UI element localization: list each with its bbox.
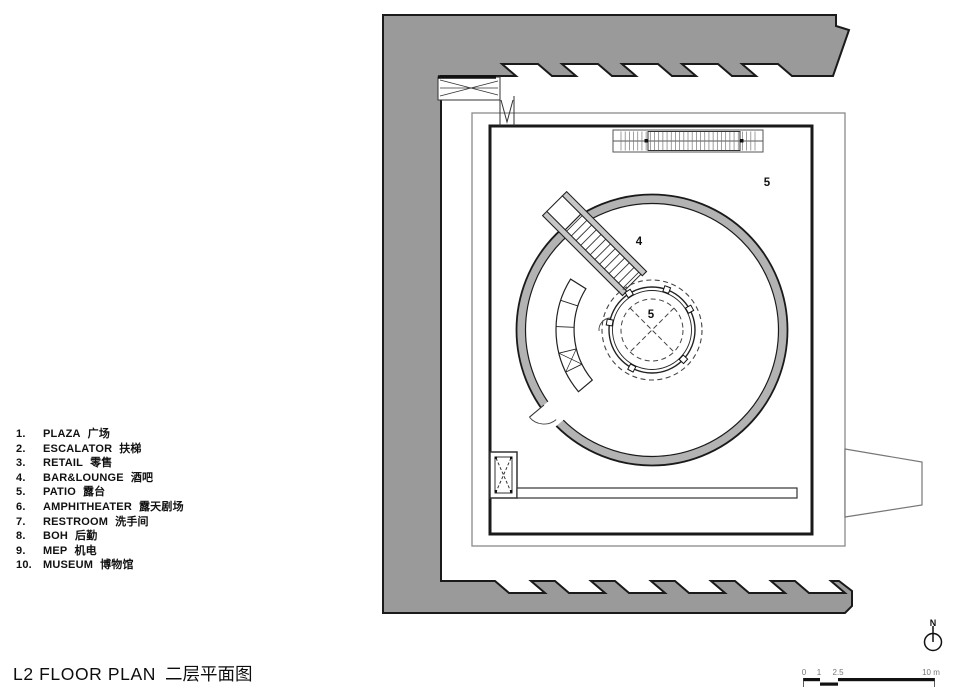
svg-text:N: N [930, 618, 937, 628]
legend-label-zh: 扶梯 [119, 442, 142, 455]
drum-door [529, 400, 565, 428]
legend-label-en: PLAZA [43, 428, 81, 440]
room-label-patio-center: 5 [648, 309, 655, 321]
bar-counter [555, 278, 594, 393]
legend-label-en: RESTROOM [43, 515, 109, 528]
entry-escalator [437, 75, 515, 126]
legend-item: 2. ESCALATOR 扶梯 [16, 442, 184, 457]
legend-item: 1. PLAZA 广场 [16, 427, 184, 442]
legend-label-en: BAR&LOUNGE [43, 471, 124, 484]
legend-label-zh: 后勤 [75, 530, 98, 543]
legend-label-en: MEP [43, 544, 68, 557]
room-label-bar-lounge: 4 [636, 236, 643, 248]
legend-number: 7. [16, 515, 26, 528]
central-oculus [598, 279, 703, 381]
drum-wall [515, 193, 789, 467]
legend-label-en: MUSEUM [43, 559, 94, 572]
elevator [489, 451, 518, 499]
sheet-title-en: L2 FLOOR PLAN [13, 664, 156, 684]
legend-label-en: BOH [43, 530, 69, 543]
legend-label-en: AMPHITHEATER [43, 500, 132, 513]
svg-text:10 m: 10 m [922, 668, 940, 677]
legend-label-en: ESCALATOR [43, 442, 113, 455]
legend-label-zh: 博物馆 [100, 559, 134, 572]
legend-label-zh: 露天剧场 [138, 500, 184, 513]
room-label-patio-upper: 5 [764, 177, 771, 189]
stair [541, 190, 648, 297]
low-wall [516, 487, 798, 499]
legend-number: 4. [16, 471, 26, 484]
north-arrow-icon: N [923, 618, 943, 652]
viewing-bay [844, 448, 923, 518]
legend-item: 8. BOH 后勤 [16, 529, 184, 544]
svg-text:0: 0 [802, 668, 807, 677]
legend-item: 5. PATIO 露台 [16, 485, 184, 500]
legend-label-en: PATIO [43, 486, 76, 499]
legend-number: 10. [16, 559, 32, 572]
legend-label-zh: 洗手间 [115, 515, 149, 528]
oculus-columns [605, 285, 695, 373]
legend-item: 6. AMPHITHEATER 露天剧场 [16, 500, 184, 515]
legend-item: 9. MEP 机电 [16, 544, 184, 559]
legend-label-zh: 机电 [74, 544, 97, 557]
sheet-title: L2 FLOOR PLAN 二层平面图 [13, 661, 253, 686]
roof-outline [471, 112, 846, 547]
legend-label-zh: 广场 [87, 428, 111, 440]
legend-label-zh: 酒吧 [130, 471, 154, 484]
legend-item: 7. RESTROOM 洗手间 [16, 515, 184, 530]
legend-number: 2. [16, 442, 26, 455]
legend-item: 10. MUSEUM 博物馆 [16, 558, 184, 573]
sheet-title-zh: 二层平面图 [165, 664, 253, 684]
upper-escalator [612, 129, 764, 153]
site-mass [382, 14, 853, 614]
svg-text:1: 1 [817, 668, 822, 677]
legend-label-en: RETAIL [43, 457, 84, 470]
legend-number: 9. [16, 544, 26, 557]
legend-label-zh: 零售 [90, 457, 113, 470]
legend-number: 5. [16, 486, 26, 499]
svg-text:2.5: 2.5 [832, 668, 844, 677]
legend-item: 3. RETAIL 零售 [16, 456, 184, 471]
legend-number: 8. [16, 530, 26, 543]
legend-label-zh: 露台 [82, 486, 106, 499]
legend-number: 3. [16, 457, 26, 470]
legend-number: 1. [16, 428, 26, 440]
scale-bar: 0 1 2.5 10 m [802, 668, 940, 687]
legend-number: 6. [16, 500, 26, 513]
direction-arrow-icon [500, 99, 514, 124]
legend: 1. PLAZA 广场 2. ESCALATOR 扶梯 3. RETAIL 零售 4. BAR… [16, 427, 184, 573]
legend-item: 4. BAR&LOUNGE 酒吧 [16, 471, 184, 486]
